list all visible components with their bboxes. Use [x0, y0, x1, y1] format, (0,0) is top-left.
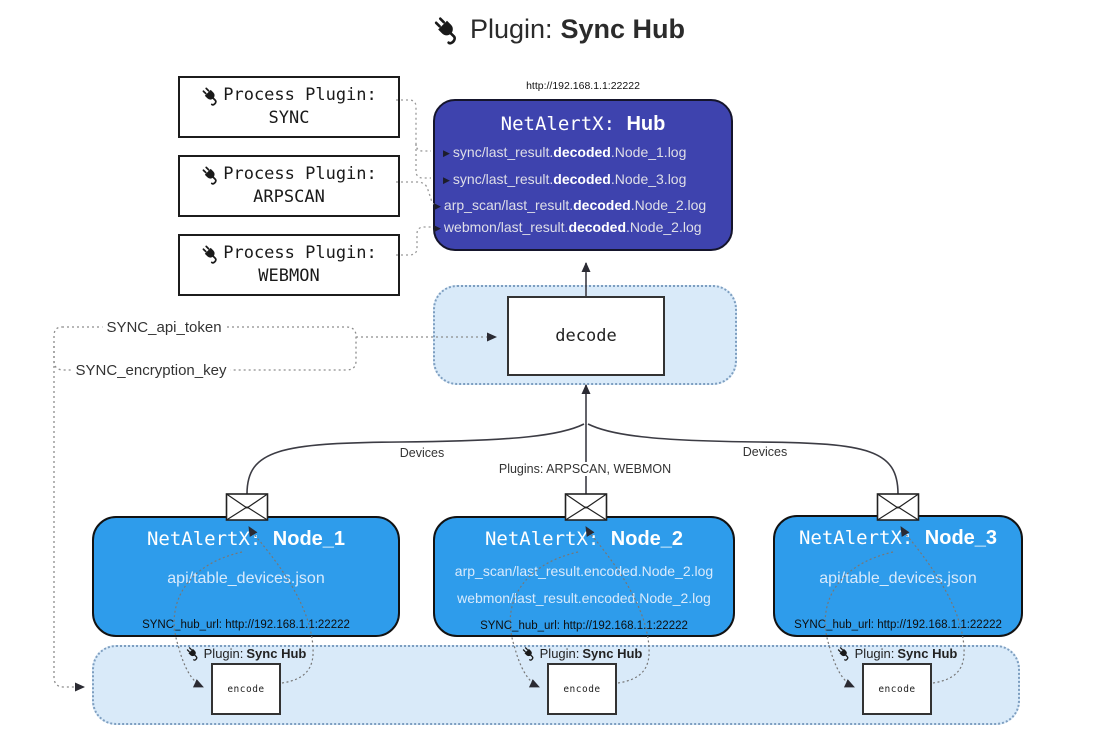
node2-file: webmon/last_result.encoded.Node_2.log — [457, 590, 711, 606]
node2-box — [433, 516, 735, 637]
encode-box-node3: encode — [862, 663, 932, 715]
encode-label: encode — [563, 683, 601, 695]
plug-icon — [201, 243, 221, 264]
sync-api-token-label: SYNC_api_token — [102, 319, 226, 336]
plug-icon — [201, 85, 221, 106]
plugin-to-hub-connectors — [396, 99, 435, 256]
devices-right-label: Devices — [737, 445, 793, 459]
title-prefix: Plugin: — [469, 14, 553, 44]
hub-title: NetAlertX: Hub — [433, 113, 733, 136]
encode-label: encode — [878, 683, 916, 695]
process-plugin-webmon: Process Plugin: WEBMON — [178, 234, 400, 296]
arrowhead-icon: ▶ — [443, 147, 450, 158]
hub-title-name: Hub — [626, 113, 666, 135]
encode-box-node1: encode — [211, 663, 281, 715]
hub-log-line: ▶webmon/last_result.decoded.Node_2.log — [434, 219, 702, 235]
process-plugin-arpscan: Process Plugin: ARPSCAN — [178, 155, 400, 217]
node1-box — [92, 516, 400, 637]
strip-plugin-label: Plugin:Sync Hub — [185, 646, 306, 661]
hub-log-line: ▶sync/last_result.decoded.Node_1.log — [443, 144, 687, 160]
sync-encryption-key-label: SYNC_encryption_key — [71, 362, 231, 379]
hub-url: http://192.168.1.1:22222 — [526, 80, 640, 92]
title-name: Sync Hub — [560, 14, 686, 44]
hub-log-line: ▶arp_scan/last_result.decoded.Node_2.log — [434, 197, 707, 213]
strip-plugin-label: Plugin:Sync Hub — [521, 646, 642, 661]
plug-icon — [185, 646, 201, 661]
arrowhead-icon: ▶ — [443, 174, 450, 185]
hub-log-line: ▶sync/last_result.decoded.Node_3.log — [443, 171, 687, 187]
plug-icon — [521, 646, 537, 661]
node3-box — [773, 515, 1023, 637]
devices-left-label: Devices — [394, 446, 450, 460]
process-plugin-name: SYNC — [268, 108, 310, 128]
node3-file: api/table_devices.json — [819, 570, 977, 587]
node3-title: NetAlertX: Node_3 — [798, 527, 998, 549]
node1-hub-url: SYNC_hub_url: http://192.168.1.1:22222 — [142, 619, 350, 631]
node1-file: api/table_devices.json — [167, 570, 325, 587]
process-plugin-label: Process Plugin: — [223, 243, 377, 264]
strip-plugin-label: Plugin:Sync Hub — [836, 646, 957, 661]
process-plugin-sync: Process Plugin: SYNC — [178, 76, 400, 138]
page-title: Plugin: Sync Hub — [431, 14, 686, 45]
node2-file: arp_scan/last_result.encoded.Node_2.log — [454, 563, 714, 579]
process-plugin-label: Process Plugin: — [223, 85, 377, 106]
plug-icon — [431, 14, 462, 45]
node2-title: NetAlertX: Node_2 — [484, 528, 684, 550]
node1-title: NetAlertX: Node_1 — [146, 528, 346, 550]
arrowhead-icon: ▶ — [434, 200, 441, 211]
hub-title-prefix: NetAlertX: — [500, 113, 627, 135]
node2-hub-url: SYNC_hub_url: http://192.168.1.1:22222 — [480, 620, 688, 632]
process-plugin-name: ARPSCAN — [253, 187, 325, 207]
process-plugin-name: WEBMON — [258, 266, 320, 286]
node3-hub-url: SYNC_hub_url: http://192.168.1.1:22222 — [794, 619, 1002, 631]
hub-box — [433, 99, 733, 251]
plug-icon — [201, 164, 221, 185]
arrowhead-icon: ▶ — [434, 222, 441, 233]
encode-label: encode — [227, 683, 265, 695]
decode-box: decode — [507, 296, 665, 376]
plugins-middle-label: Plugins: ARPSCAN, WEBMON — [493, 462, 677, 476]
decode-label: decode — [555, 326, 617, 346]
process-plugin-label: Process Plugin: — [223, 164, 377, 185]
plug-icon — [836, 646, 852, 661]
encode-box-node2: encode — [547, 663, 617, 715]
